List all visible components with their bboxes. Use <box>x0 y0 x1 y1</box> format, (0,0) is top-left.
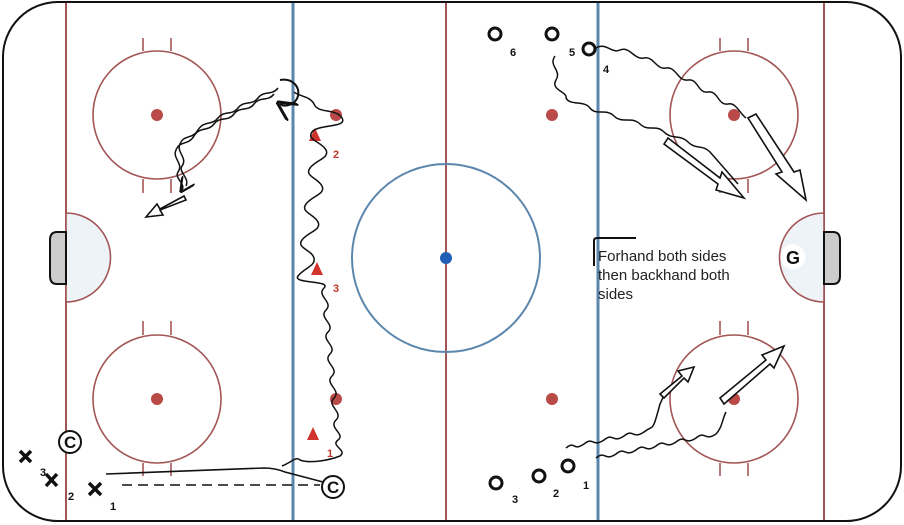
o-player-5: 5 <box>544 26 575 59</box>
o-player-6-number: 6 <box>510 47 516 59</box>
right-bottom-skate-path-1 <box>565 389 671 449</box>
neutral-dot-right-top <box>546 109 558 121</box>
left-shot-arrow <box>144 194 188 219</box>
goalie: G <box>780 244 806 270</box>
right-bottom-shot-arrow-2 <box>718 344 786 406</box>
coach-left-label: C <box>64 433 76 452</box>
right-top-skate-path-1 <box>552 55 739 185</box>
right-net <box>823 231 841 285</box>
o-player-1-number: 1 <box>583 480 589 492</box>
cone-3-number: 3 <box>333 283 339 295</box>
right-top-skate-path-2 <box>595 45 747 119</box>
note-line-1: Forhand both sides <box>598 248 726 265</box>
center-circle <box>351 163 541 353</box>
cone-2-number: 2 <box>333 149 339 161</box>
coach-left: C <box>58 430 82 454</box>
left-goal-crease <box>65 212 112 303</box>
o-player-3: 3 <box>488 475 518 506</box>
x-player-1-number: 1 <box>110 501 116 513</box>
cone-3: 3 <box>311 262 339 295</box>
x-player-2: 2 <box>44 472 74 503</box>
note-line-3: sides <box>598 286 633 303</box>
x-player-2-number: 2 <box>68 491 74 503</box>
left-curl-path <box>280 78 300 106</box>
right-bottom-shot-arrow-1 <box>658 365 696 400</box>
right-top-shot-arrow-1 <box>662 136 747 200</box>
neutral-dot-left-bottom <box>330 393 342 405</box>
drill-note: Forhand both sides then backhand both si… <box>593 237 730 303</box>
left-bottom-faceoff-circle <box>92 321 222 476</box>
cone-1: 1 <box>307 427 333 460</box>
neutral-dot-right-bottom <box>546 393 558 405</box>
o-player-2: 2 <box>531 468 559 500</box>
x-player-3: 3 <box>18 449 46 479</box>
left-backward-skate-inner <box>174 93 275 190</box>
coach-right-label: C <box>327 478 339 497</box>
x-player-3-number: 3 <box>40 467 46 479</box>
o-player-2-number: 2 <box>553 488 559 500</box>
note-line-2: then backhand both <box>598 267 730 284</box>
left-net <box>49 231 67 285</box>
o-player-5-number: 5 <box>569 47 575 59</box>
right-top-shot-arrow-2 <box>746 112 808 203</box>
left-backward-skate-outer <box>178 87 279 187</box>
o-player-3-number: 3 <box>512 494 518 506</box>
right-bottom-skate-path-2 <box>595 411 727 459</box>
o-player-4-number: 4 <box>603 64 610 76</box>
o-player-1: 1 <box>560 458 589 492</box>
o-player-6: 6 <box>487 26 516 59</box>
o-player-4: 4 <box>581 41 610 76</box>
goalie-label: G <box>786 248 800 268</box>
pass-line-solid <box>105 467 324 483</box>
left-skate-path <box>281 91 344 467</box>
coach-right: C <box>321 475 345 499</box>
x-player-1: 1 <box>87 481 116 513</box>
center-faceoff-dot <box>440 252 452 264</box>
cone-1-number: 1 <box>327 448 333 460</box>
